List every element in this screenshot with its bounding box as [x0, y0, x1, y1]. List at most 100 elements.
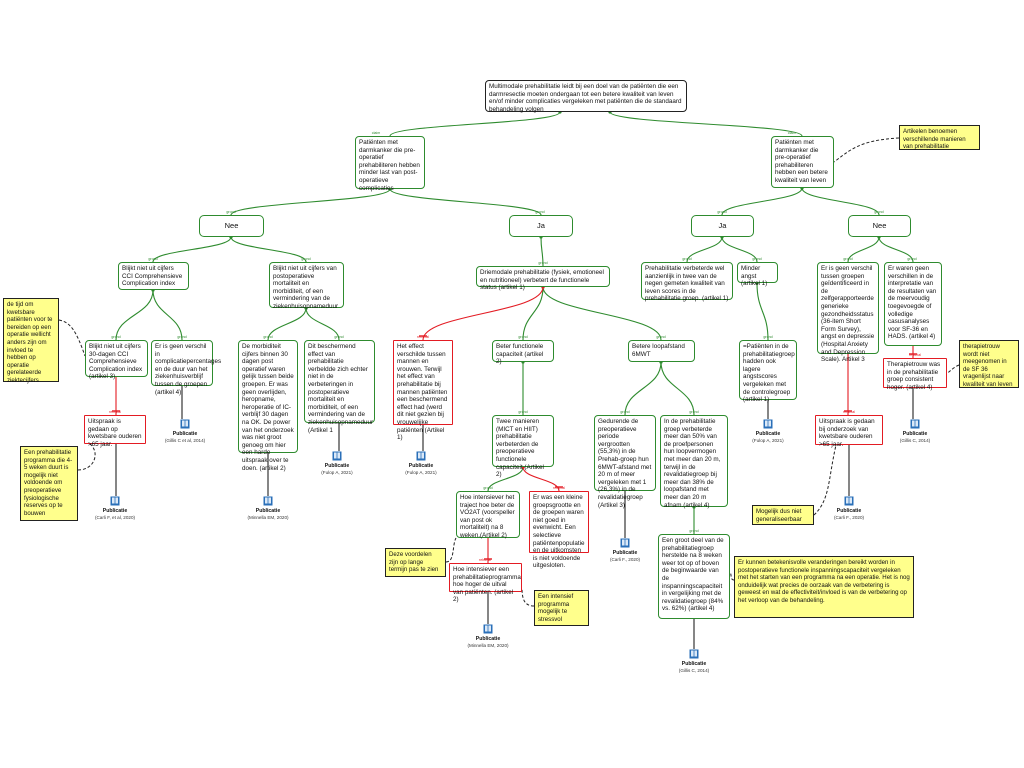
no-group-difference-node[interactable]: Er is geen verschil tussen groepen geïde… [817, 262, 879, 363]
note-time-frail-patients[interactable]: de tijd om kwetsbare patiënten voor te b… [3, 298, 59, 384]
no-complication-difference-node[interactable]: Er is geen verschil in complicatiepercen… [151, 340, 221, 396]
publication-minnella-1[interactable]: Publicatie (Minnella EM, 2020) [233, 496, 303, 520]
publication-label: Publicatie [681, 661, 707, 667]
tag-ground: grond [177, 335, 187, 339]
tag-ground: grond [752, 257, 762, 261]
tag-claim: claim [371, 131, 381, 135]
publication-reference: (Gillis C, 2014) [678, 668, 710, 673]
book-icon [416, 451, 426, 461]
sf36-hads-node[interactable]: Er waren geen verschillen in de interpre… [884, 262, 942, 346]
claim-fewer-complications[interactable]: Patiënten met darmkanker die pre-operati… [355, 136, 425, 192]
functional-capacity-node[interactable]: Beter functionele capaciteit (artikel 2) [492, 340, 554, 365]
publication-reference: (Carli F., 2020) [833, 515, 865, 520]
tag-ground: grond [682, 257, 692, 261]
prehab-group-walking-node[interactable]: In de prehabilitatie groep verbeterde me… [660, 415, 728, 509]
answer-no-left[interactable]: Nee [199, 215, 264, 237]
morbidity-detail-node[interactable]: De morbiditeit cijfers binnen 30 dagen p… [238, 340, 298, 472]
note-not-generalisable[interactable]: Mogelijk dus niet generaliseerbaar [752, 505, 814, 525]
tag-ground: grond [763, 335, 773, 339]
book-icon [620, 538, 630, 548]
book-icon [110, 496, 120, 506]
publication-fulop-1[interactable]: Publicatie (Fulop A, 2021) [302, 451, 372, 475]
less-anxiety-node[interactable]: Minder angst (artikel 1) [737, 262, 778, 287]
tag-ground: grond [656, 335, 666, 339]
support-connector [389, 188, 542, 216]
tag-claim: claim [787, 131, 797, 135]
tag-ground: grond [301, 257, 311, 261]
tag-ground: grond [334, 335, 344, 339]
publication-reference: (Gillis C et al, 2014) [164, 438, 206, 443]
publication-reference: (Carli F, et al, 2020) [94, 515, 136, 520]
therapy-adherence-node[interactable]: Therapietrouw was in de prehabilitatie g… [883, 358, 947, 391]
note-long-term-benefits[interactable]: Deze voordelen zijn op lange termijn pas… [385, 548, 446, 577]
publication-gillis-3[interactable]: Publicatie (Gillis C, 2014) [880, 419, 950, 443]
answer-yes-right[interactable]: Ja [691, 215, 754, 237]
two-methods-node[interactable]: Twee manieren (MICT en HIIT) prehabilita… [492, 415, 554, 478]
note-program-4-5-weeks[interactable]: Een prehabilitatie programma die 4-5 wek… [20, 446, 78, 521]
tag-ground: grond [518, 335, 528, 339]
answer-no-right[interactable]: Nee [848, 215, 911, 237]
note-connector [521, 587, 535, 607]
support-connector [230, 236, 307, 263]
intensity-dropout-node[interactable]: Hoe intensiever een prehabilitatieprogra… [449, 563, 522, 603]
tag-ground: grond [535, 210, 545, 214]
claim-better-quality-of-life[interactable]: Patiënten met darmkanker die pre-operati… [771, 136, 834, 188]
tag-ground: grond [907, 257, 917, 261]
support-connector [756, 282, 769, 341]
publication-label: Publicatie [836, 508, 862, 514]
book-icon [483, 624, 493, 634]
publication-carli-3[interactable]: Publicatie (Carli F., 2020) [814, 496, 884, 520]
note-therapy-adherence-sf36[interactable]: therapietrouw wordt niet meegenomen in d… [959, 340, 1019, 388]
mortality-morbidity-node[interactable]: Blijkt niet uit cijfers van postoperatie… [269, 262, 344, 310]
publication-gillis-1[interactable]: Publicatie (Gillis C et al, 2014) [150, 419, 220, 443]
small-groups-node[interactable]: Er was een kleine groepsgrootte en de gr… [529, 491, 589, 569]
frail-elderly-rebuttal-right[interactable]: Uitspraak is gedaan bij onderzoek van kw… [815, 415, 883, 448]
no-protective-effect-node[interactable]: Dit beschermend effect van prehabilitati… [304, 340, 375, 434]
large-part-recovered-node[interactable]: Een groot deel van de prehabilitatiegroe… [658, 534, 730, 619]
book-icon [263, 496, 273, 506]
tag-ground: grond [483, 486, 493, 490]
book-icon [910, 419, 920, 429]
note-meaningful-changes[interactable]: Er kunnen betekenisvolle veranderingen b… [734, 556, 914, 618]
publication-gillis-2[interactable]: Publicatie (Gillis C, 2014) [659, 649, 729, 673]
note-connector [833, 137, 900, 163]
publication-minnella-2[interactable]: Publicatie (Minnella EM, 2020) [453, 624, 523, 648]
preoperative-period-node[interactable]: Gedurende de preoperatieve periode vergr… [594, 415, 656, 509]
publication-fulop-2[interactable]: Publicatie (Fulop A, 2021) [386, 451, 456, 475]
walking-distance-node[interactable]: Betere loopafstand 6MWT [628, 340, 695, 362]
tag-rebuttal: rebuttal [417, 335, 429, 339]
tag-ground: grond [620, 410, 630, 414]
tag-ground: grond [263, 335, 273, 339]
note-intensive-stressful[interactable]: Een intensief programma mogelijk te stre… [534, 590, 589, 626]
support-connector [115, 289, 154, 341]
answer-yes-left[interactable]: Ja [509, 215, 573, 237]
lower-anxiety-detail-node[interactable]: =Patiënten in de prehabilitatiegroep had… [739, 340, 797, 403]
note-connector [946, 364, 960, 374]
cci-node[interactable]: Blijkt niet uit cijfers CCI Comprehensie… [118, 262, 189, 290]
qol-scores-node[interactable]: Prehabilitatie verbeterde wel aanzienlij… [641, 262, 733, 302]
tag-rebuttal: rebuttal [109, 410, 121, 414]
support-connector [686, 236, 723, 263]
publication-fulop-3[interactable]: Publicatie (Fulop A, 2021) [733, 419, 803, 443]
publication-carli-1[interactable]: Publicatie (Carli F, et al, 2020) [80, 496, 150, 520]
support-connector [389, 111, 561, 137]
trimodal-prehab-node[interactable]: Driemodale prehabilitatie (fysiek, emoti… [476, 266, 610, 291]
root-claim-node[interactable]: Multimodale prehabilitatie leidt bij een… [485, 80, 687, 113]
rebuttal-connector [422, 286, 544, 341]
tag-ground: grond [717, 210, 727, 214]
note-articles-methods[interactable]: Artikelen benoemen verschillende maniere… [899, 125, 980, 150]
publication-label: Publicatie [255, 508, 281, 514]
publication-label: Publicatie [612, 550, 638, 556]
support-connector [267, 307, 307, 341]
intensity-vo2at-node[interactable]: Hoe intensiever het traject hoe beter de… [456, 491, 520, 539]
cci30-node[interactable]: Blijkt niet uit cijfers 30-dagen CCI Com… [85, 340, 148, 380]
book-icon [844, 496, 854, 506]
tag-rebuttal: rebuttal [843, 410, 855, 414]
support-connector [522, 286, 544, 341]
publication-reference: (Minnella EM, 2020) [467, 643, 509, 648]
publication-carli-2[interactable]: Publicatie (Carli F., 2020) [590, 538, 660, 562]
effect-differs-node[interactable]: Het effect verschilde tussen mannen en v… [393, 340, 453, 441]
publication-reference: (Fulop A, 2021) [405, 470, 437, 475]
frail-elderly-rebuttal-left[interactable]: Uitspraak is gedaan op kwetsbare ouderen… [84, 415, 146, 448]
book-icon [180, 419, 190, 429]
